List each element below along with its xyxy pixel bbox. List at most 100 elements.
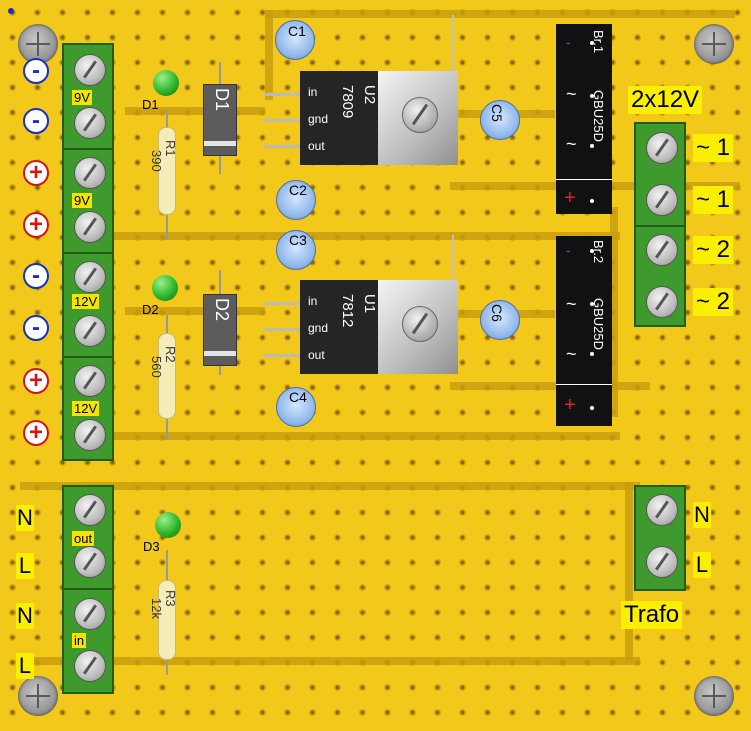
pin-dot: [590, 144, 594, 148]
pin-label: out: [308, 348, 325, 362]
regulator-heatsink-tab: [378, 280, 458, 374]
capacitor-c1: [275, 20, 315, 60]
screw-icon[interactable]: [74, 107, 106, 139]
screw-icon[interactable]: [646, 234, 678, 266]
trace: [610, 207, 618, 417]
mounting-hole: [694, 676, 734, 716]
resistor-r2: [158, 333, 176, 419]
terminal-label: 12V: [72, 401, 100, 416]
screw-icon[interactable]: [646, 184, 678, 216]
origin-marker: [8, 8, 14, 14]
jumper-wire: [452, 15, 454, 75]
led-label: D1: [142, 97, 159, 112]
ac-symbol: ~: [566, 344, 577, 364]
capacitor-c4: [276, 387, 316, 427]
regulator-ref: U1: [361, 294, 378, 314]
regulator-heatsink-tab: [378, 71, 458, 165]
bridge-part: GBU25D: [591, 90, 606, 143]
terminal-label: 9V: [72, 193, 92, 208]
terminal-label: 12V: [72, 294, 100, 309]
screw-icon[interactable]: [74, 54, 106, 86]
screw-icon: [402, 97, 438, 133]
pin-dot: [590, 94, 594, 98]
terminal-label: in: [72, 633, 87, 648]
output-terminal-block: [62, 43, 114, 461]
trace: [125, 107, 265, 115]
pin-dot: [590, 249, 594, 253]
ac-label: ~ 2: [693, 236, 734, 264]
plus-icon: +: [564, 394, 576, 416]
pin-label: in: [308, 294, 318, 308]
screw-icon[interactable]: [74, 261, 106, 293]
transformer-voltage-title: 2x12V: [628, 86, 703, 114]
screw-icon: [402, 306, 438, 342]
screw-icon[interactable]: [74, 157, 106, 189]
resistor-ref: R1: [163, 140, 178, 157]
ac-label: ~ 1: [693, 134, 734, 162]
capacitor-label: C6: [489, 304, 505, 322]
screw-icon[interactable]: [74, 650, 106, 682]
screw-icon[interactable]: [74, 365, 106, 397]
resistor-ref: R3: [163, 590, 178, 607]
divider: [556, 179, 612, 180]
trace: [625, 482, 633, 662]
pin-label: gnd: [308, 321, 329, 335]
trace: [100, 232, 620, 240]
mounting-hole: [694, 24, 734, 64]
screw-icon[interactable]: [646, 546, 678, 578]
screw-icon[interactable]: [74, 419, 106, 451]
diode-label: D1: [212, 88, 232, 112]
screw-icon[interactable]: [646, 132, 678, 164]
led-label: D3: [143, 539, 160, 554]
minus-icon: -: [23, 263, 49, 289]
plus-icon: +: [564, 187, 576, 209]
mains-letter: N: [16, 603, 34, 629]
divider: [64, 588, 112, 590]
trace: [450, 382, 650, 390]
resistor-r1: [158, 127, 176, 215]
jumper-wire: [452, 235, 454, 280]
bridge-rectifier-br1: - Br.1 ~ GBU25D ~ +: [556, 24, 612, 214]
trafo-letter: N: [693, 502, 711, 528]
mains-letter: L: [16, 653, 34, 679]
plus-icon: +: [23, 212, 49, 238]
capacitor-label: C3: [289, 232, 307, 248]
divider: [64, 148, 112, 150]
screw-icon[interactable]: [74, 211, 106, 243]
minus-icon: -: [566, 242, 571, 258]
resistor-value: 560: [149, 356, 164, 378]
capacitor-label: C5: [489, 104, 505, 122]
pin-dot: [590, 199, 594, 203]
led-d1: [153, 70, 179, 96]
divider: [64, 252, 112, 254]
screw-icon[interactable]: [74, 546, 106, 578]
divider: [636, 225, 684, 227]
regulator-pin: [264, 354, 300, 357]
capacitor-c6: [480, 300, 520, 340]
regulator-pin: [264, 93, 300, 96]
screw-icon[interactable]: [646, 494, 678, 526]
plus-icon: +: [23, 368, 49, 394]
regulator-pin: [264, 145, 300, 148]
led-label: D2: [142, 302, 159, 317]
trace: [265, 10, 273, 100]
screw-icon[interactable]: [74, 494, 106, 526]
screw-icon[interactable]: [74, 315, 106, 347]
capacitor-label: C4: [289, 389, 307, 405]
trace: [20, 657, 640, 665]
trafo-label: Trafo: [621, 601, 683, 629]
capacitor-label: C1: [288, 23, 306, 39]
screw-icon[interactable]: [74, 598, 106, 630]
mains-letter: N: [16, 505, 34, 531]
screw-icon[interactable]: [646, 286, 678, 318]
pin-dot: [590, 352, 594, 356]
terminal-label: out: [72, 531, 95, 546]
trafo-letter: L: [693, 552, 711, 578]
cathode-band: [204, 351, 236, 356]
regulator-part: 7812: [339, 294, 356, 328]
diode-label: D2: [212, 298, 232, 322]
regulator-ref: U2: [361, 85, 378, 105]
divider: [64, 356, 112, 358]
pin-label: in: [308, 85, 318, 99]
